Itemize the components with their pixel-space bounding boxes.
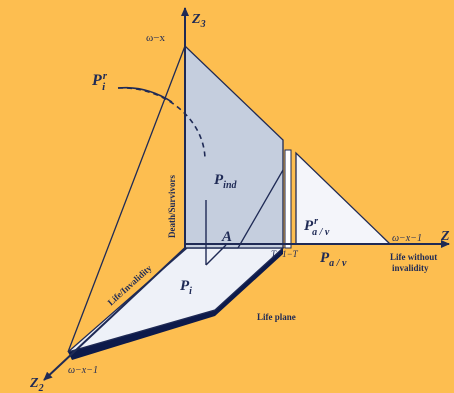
- tick-omega-x1-bottom: ω−x−1: [68, 365, 98, 376]
- z2-axis: [43, 247, 186, 381]
- pav-label: Pa / v: [320, 250, 347, 269]
- pind-label: Pind: [214, 172, 238, 191]
- death-plane: [184, 44, 284, 249]
- z3-label: Z3: [191, 12, 206, 30]
- pir-curve: [117, 87, 206, 161]
- plane-inner-line: [237, 169, 284, 249]
- tick-omega-x: ω−x: [146, 32, 165, 44]
- life-plane-label: Life plane: [257, 312, 296, 322]
- pir-curve-solid: [117, 86, 173, 103]
- divider-bar: [284, 149, 292, 249]
- life-without-label-1: Life without: [390, 252, 437, 262]
- tick-omega-x1-right: ω−x−1: [392, 233, 422, 244]
- life-without-label-2: invalidity: [392, 263, 429, 273]
- z2-label: Z2: [29, 376, 44, 393]
- tick-t: T−1−T: [271, 249, 299, 259]
- life-plane: [67, 247, 285, 353]
- life-plane-shadow: [68, 248, 283, 360]
- pi-label: Pi: [180, 278, 192, 297]
- death-survivors-label: Death/Survivors: [167, 175, 177, 238]
- frame-left: [67, 45, 186, 353]
- z1-label: Z: [440, 229, 450, 244]
- pind-corner: [205, 244, 227, 266]
- a-label: A: [221, 229, 232, 245]
